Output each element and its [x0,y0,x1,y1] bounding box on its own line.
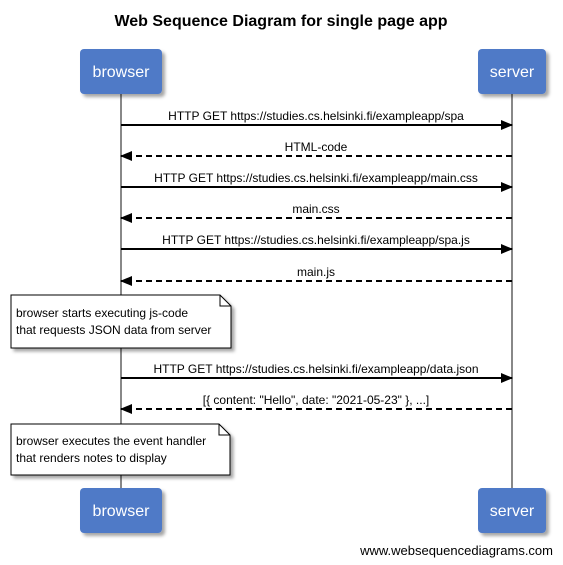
note-text-line: browser executes the event handler [16,434,206,448]
browser-actor-label-bottom: browser [93,503,151,520]
message: [{ content: "Hello", date: "2021-05-23" … [120,393,512,414]
message: HTTP GET https://studies.cs.helsinki.fi/… [121,362,513,383]
server-actor-label-bottom: server [490,503,535,520]
message: HTTP GET https://studies.cs.helsinki.fi/… [121,109,513,130]
message: main.js [120,265,512,286]
message-label: HTTP GET https://studies.cs.helsinki.fi/… [154,171,478,185]
message: main.css [120,202,512,223]
message-label: main.js [297,265,335,279]
message-label: HTTP GET https://studies.cs.helsinki.fi/… [162,233,470,247]
message-label: HTTP GET https://studies.cs.helsinki.fi/… [168,109,464,123]
diagram-title: Web Sequence Diagram for single page app [114,13,447,30]
note: browser starts executing js-code that re… [10,294,232,349]
note-text-line: that requests JSON data from server [16,323,211,337]
server-actor-top: server [478,49,546,94]
browser-actor-bottom: browser [80,488,162,533]
message: HTTP GET https://studies.cs.helsinki.fi/… [121,171,513,192]
message-label: HTTP GET https://studies.cs.helsinki.fi/… [153,362,478,376]
message: HTTP GET https://studies.cs.helsinki.fi/… [121,233,513,254]
note-text-line: browser starts executing js-code [16,306,188,320]
message-label: main.css [292,202,339,216]
message: HTML-code [120,140,512,161]
message-label: [{ content: "Hello", date: "2021-05-23" … [203,393,430,407]
server-actor-bottom: server [478,488,546,533]
browser-actor-label: browser [93,64,151,81]
footer-watermark: www.websequencediagrams.com [359,543,553,558]
note: browser executes the event handler that … [10,423,231,476]
server-actor-label: server [490,64,535,81]
note-text-line: that renders notes to display [16,451,167,465]
browser-actor-top: browser [80,49,162,94]
message-label: HTML-code [285,140,348,154]
